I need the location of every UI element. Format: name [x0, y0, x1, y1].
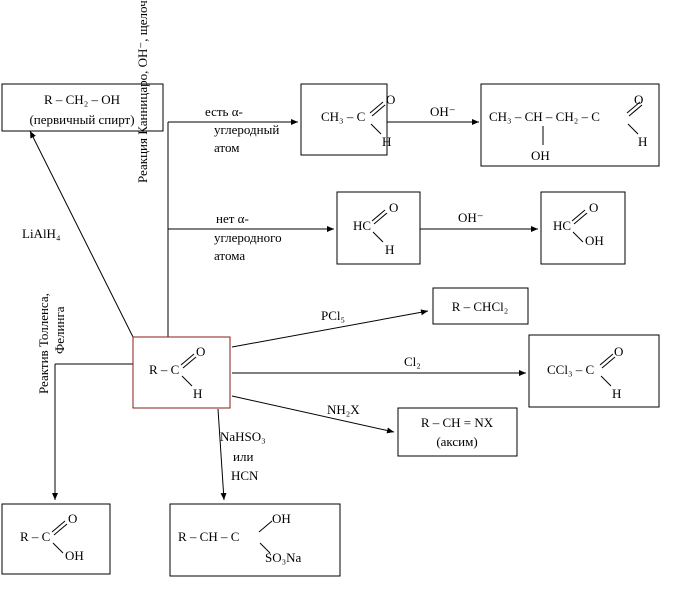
- bisulfite-adduct-left: R – CH – C: [178, 529, 239, 544]
- acetaldehyde-box: CH₃ – C O H: [300, 83, 395, 156]
- or-label: или: [233, 449, 253, 464]
- alpha-yes-line-1: есть α-: [205, 104, 243, 119]
- formaldehyde-box: HC O H: [336, 191, 421, 265]
- primary-alcohol-caption: (первичный спирт): [29, 112, 134, 127]
- connectors: [29, 119, 538, 501]
- aldol-box: CH₃ – CH – CH₂ – C OH O H: [480, 83, 660, 167]
- oxime-box: R – CH = NX (аксим): [397, 407, 518, 457]
- lialh4-label: LiAlH₄: [22, 226, 61, 241]
- arrow-to-dichloride: [231, 309, 429, 348]
- aldehyde-left: R – C: [149, 362, 179, 377]
- acetaldehyde-o: O: [386, 92, 395, 107]
- alpha-no-line-1: нет α-: [216, 211, 249, 226]
- alpha-yes-line-3: атом: [214, 140, 239, 155]
- arrow-to-oxime: [231, 395, 395, 434]
- pcl5-label: PCl₅: [321, 308, 345, 323]
- tollens-label-line-1: Реактив Толленса,: [36, 293, 51, 394]
- oxime-formula: R – CH = NX: [421, 415, 494, 430]
- formaldehyde-left: HC: [353, 218, 371, 233]
- carboxylic-acid-box: R – C O OH: [1, 503, 111, 575]
- formic-acid-oh: OH: [585, 233, 604, 248]
- primary-alcohol-box: R – CH₂ – OH (первичный спирт): [1, 83, 164, 132]
- aldehyde-h: H: [193, 386, 202, 401]
- oxime-caption: (аксим): [436, 434, 477, 449]
- formic-acid-box: HC O OH: [540, 191, 626, 265]
- chloral-h: H: [612, 386, 621, 401]
- tollens-label-line-2: Фелинга: [52, 306, 67, 354]
- aldehyde-box: R – C O H: [132, 336, 231, 409]
- cl2-label: Cl₂: [404, 354, 421, 369]
- aldehyde-o: O: [196, 344, 205, 359]
- oh-minus-label-1: OH⁻: [430, 104, 456, 119]
- chloral-o: O: [614, 344, 623, 359]
- alpha-yes-line-2: углеродный: [214, 122, 279, 137]
- aldol-oh: OH: [531, 148, 550, 163]
- alpha-no-line-2: углеродного: [214, 230, 282, 245]
- alpha-no-line-3: атома: [214, 248, 245, 263]
- primary-alcohol-formula: R – CH₂ – OH: [44, 92, 120, 107]
- carboxylic-acid-o: O: [68, 511, 77, 526]
- chloral-box: CCl₃ – C O H: [528, 334, 660, 408]
- acetaldehyde-h: H: [382, 134, 391, 149]
- dichloride-box: R – CHCl₂: [432, 287, 529, 325]
- formic-acid-o: O: [589, 200, 598, 215]
- formaldehyde-h: H: [385, 242, 394, 257]
- nahso3-label: NaHSO₃: [220, 429, 266, 444]
- aldol-chain: CH₃ – CH – CH₂ – C: [489, 109, 600, 124]
- chloral-left: CCl₃ – C: [547, 362, 594, 377]
- hcn-label: HCN: [231, 468, 259, 483]
- carboxylic-acid-oh: OH: [65, 548, 84, 563]
- bisulfite-adduct-box: R – CH – C OH SO₃Na: [169, 503, 341, 577]
- acetaldehyde-left: CH₃ – C: [321, 109, 365, 124]
- formaldehyde-o: O: [389, 200, 398, 215]
- arrow-to-bisulfite-adduct: [217, 408, 227, 501]
- oh-minus-label-2: OH⁻: [458, 210, 484, 225]
- carboxylic-acid-left: R – C: [20, 529, 50, 544]
- aldol-o: O: [634, 92, 643, 107]
- formic-acid-left: HC: [553, 218, 571, 233]
- nh2x-label: NH₂X: [327, 402, 360, 417]
- bisulfite-adduct-so3na: SO₃Na: [265, 550, 302, 565]
- dichloride-formula: R – CHCl₂: [452, 299, 509, 314]
- bisulfite-adduct-oh: OH: [272, 511, 291, 526]
- cannizzaro-label: Реакция Канницаро, OH⁻, щелочь: [135, 0, 150, 183]
- aldol-h: H: [638, 134, 647, 149]
- arrow-to-primary-alcohol: [29, 130, 134, 338]
